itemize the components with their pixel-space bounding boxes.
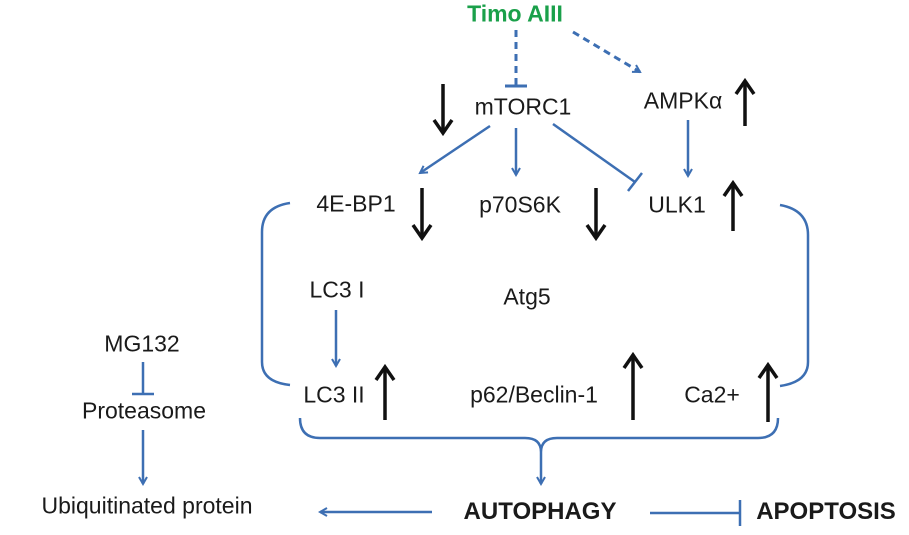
lc3i-label: LC3 I [309,276,365,303]
trend-arrows [374,77,779,422]
ulk1-trend-up-arrow-icon [722,179,744,231]
p62-beclin1-label: p62/Beclin-1 [470,381,598,408]
ampk-label: AMPKα [643,87,723,114]
4ebp1-label: 4E-BP1 [316,190,396,217]
edge-mtorc1-inhibits-ulk1 [552,122,636,184]
atg5-label: Atg5 [503,283,551,310]
bottom-brace [298,417,780,453]
edge-mtorc1-to-4ebp1 [420,124,491,173]
timo-aiii-label: Timo AIII [467,0,563,27]
right-bracket [779,203,810,388]
ampk-trend-up-arrow-icon [734,77,756,126]
p70s6k-trend-down-arrow-icon [585,188,607,242]
mg132-label: MG132 [104,330,180,357]
edge-timo-activates-ampk [572,30,640,74]
lc3ii-trend-up-arrow-icon [374,363,396,420]
ubiquitinated-protein-label: Ubiquitinated protein [41,492,253,519]
edge-mtorc1-inhibits-ulk1-bar [627,172,643,192]
p62-trend-up-arrow-icon [622,351,644,420]
p70s6k-label: p70S6K [479,191,561,218]
mtorc1-label: mTORC1 [474,93,572,120]
mtorc1-trend-down-arrow-icon [432,84,454,137]
apoptosis-label: APOPTOSIS [756,498,896,525]
proteasome-label: Proteasome [81,397,207,424]
autophagy-label: AUTOPHAGY [463,498,617,525]
left-bracket [260,201,291,387]
lc3ii-label: LC3 II [303,381,365,408]
ebp1-trend-down-arrow-icon [411,188,433,242]
ca2-label: Ca2+ [684,381,740,408]
ulk1-label: ULK1 [648,191,706,218]
ca2-trend-up-arrow-icon [757,361,779,422]
